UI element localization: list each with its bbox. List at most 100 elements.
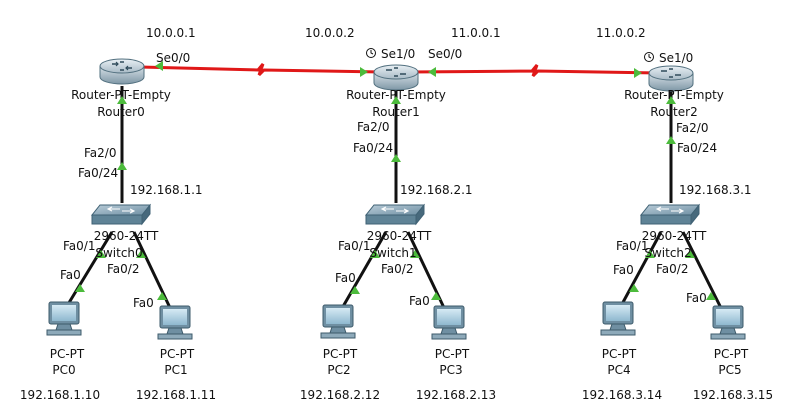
switch-2[interactable]: Fa0/24 192.168.3.1 2960-24TT Switch2 Fa0…	[616, 141, 752, 276]
ethernet-link-sw2-pc5[interactable]	[681, 231, 725, 313]
pc-port-label: Fa0	[409, 294, 430, 308]
switch-icon	[639, 203, 701, 226]
ethernet-link-sw2-pc4[interactable]	[619, 231, 663, 307]
switch-port2-label: Fa0/2	[107, 262, 139, 276]
switch-name-label: Switch0	[95, 246, 142, 260]
router-port-label: Se1/0	[659, 51, 693, 65]
switch-icon	[364, 203, 426, 226]
router-1[interactable]: 10.0.0.2 Se1/0 11.0.0.1 Se0/0 Router-PT-…	[305, 26, 501, 134]
pc-name-label: PC2	[327, 363, 350, 377]
port-up-indicator	[360, 67, 368, 77]
router-ip-label: 10.0.0.2	[305, 26, 355, 40]
switch-0[interactable]: Fa0/24 192.168.1.1 2960-24TT Switch0 Fa0…	[63, 166, 203, 276]
pc-model-label: PC-PT	[602, 347, 637, 361]
switch-uplink-port-label: Fa0/24	[677, 141, 717, 155]
port-up-indicator	[410, 250, 420, 258]
pc-ip-label: 192.168.2.12	[300, 388, 380, 402]
pc-model-label: PC-PT	[323, 347, 358, 361]
router-model-label: Router-PT-Empty	[71, 88, 171, 102]
clock-icon	[644, 52, 654, 62]
port-up-indicator	[391, 154, 401, 162]
switch-gateway-label: 192.168.3.1	[679, 183, 752, 197]
router-0[interactable]: 10.0.0.1 Se0/0 Router-PT-Empty Router0 F…	[71, 26, 196, 160]
pc-name-label: PC1	[164, 363, 187, 377]
port-up-indicator	[431, 292, 441, 300]
router-ip-label: 11.0.0.1	[451, 26, 501, 40]
pc-name-label: PC3	[439, 363, 462, 377]
pc-name-label: PC5	[718, 363, 741, 377]
router-icon	[648, 65, 694, 92]
pc-model-label: PC-PT	[50, 347, 85, 361]
switch-port2-label: Fa0/2	[656, 262, 688, 276]
ethernet-link-sw1-pc2[interactable]	[339, 231, 388, 311]
router-ip-label: 10.0.0.1	[146, 26, 196, 40]
pc-icon	[46, 301, 82, 336]
pc-ip-label: 192.168.3.15	[693, 388, 773, 402]
switch-port2-label: Fa0/2	[381, 262, 413, 276]
port-up-indicator	[75, 284, 85, 292]
router-name-label: Router1	[372, 105, 419, 119]
pc-ip-label: 192.168.2.13	[416, 388, 496, 402]
pc-icon	[600, 301, 636, 336]
router-lan-port-label: Fa2/0	[357, 120, 389, 134]
switch-icon	[90, 203, 152, 226]
switch-port1-label: Fa0/1	[338, 239, 370, 253]
router-icon	[373, 64, 419, 91]
port-up-indicator	[136, 250, 146, 258]
pc-name-label: PC4	[607, 363, 630, 377]
pc-port-label: Fa0	[686, 291, 707, 305]
switch-model-label: 2960-24TT	[367, 229, 432, 243]
pc-port-label: Fa0	[613, 263, 634, 277]
pc-icon	[431, 305, 467, 340]
pc-icon	[710, 305, 746, 340]
router-port-label: Se1/0	[381, 47, 415, 61]
port-up-indicator	[155, 61, 163, 71]
switch-model-label: 2960-24TT	[94, 229, 159, 243]
switch-uplink-port-label: Fa0/24	[78, 166, 118, 180]
pc-model-label: PC-PT	[435, 347, 470, 361]
port-up-indicator	[157, 292, 167, 300]
port-up-indicator	[350, 286, 360, 294]
router-2[interactable]: 11.0.0.2 Se1/0 Router-PT-Empty Router2 F…	[596, 26, 724, 135]
port-up-indicator	[117, 96, 127, 104]
switch-name-label: Switch1	[369, 246, 416, 260]
switch-model-label: 2960-24TT	[642, 229, 707, 243]
switch-name-label: Switch2	[644, 246, 691, 260]
router-lan-port-label: Fa2/0	[84, 146, 116, 160]
serial-link-r0-r1[interactable]	[139, 63, 386, 77]
links-layer	[65, 63, 725, 313]
router-model-label: Router-PT-Empty	[624, 88, 724, 102]
port-up-indicator	[685, 250, 695, 258]
switch-1[interactable]: Fa0/24 192.168.2.1 2960-24TT Switch1 Fa0…	[338, 141, 473, 276]
pc-port-label: Fa0	[133, 296, 154, 310]
switch-gateway-label: 192.168.2.1	[400, 183, 473, 197]
port-up-indicator	[645, 250, 655, 258]
pc-icon	[320, 304, 356, 339]
port-up-indicator	[117, 162, 127, 170]
port-up-indicator	[428, 67, 436, 77]
port-up-indicator	[391, 96, 401, 104]
router-port-label: Se0/0	[428, 47, 462, 61]
pc-ip-label: 192.168.3.14	[582, 388, 662, 402]
pc-model-label: PC-PT	[714, 347, 749, 361]
pc-name-label: PC0	[52, 363, 75, 377]
router-ip-label: 11.0.0.2	[596, 26, 646, 40]
switch-uplink-port-label: Fa0/24	[353, 141, 393, 155]
port-up-indicator	[666, 136, 676, 144]
ethernet-link-sw0-pc0[interactable]	[65, 231, 114, 307]
serial-link-r1-r2[interactable]	[409, 64, 661, 78]
port-up-indicator	[706, 292, 716, 300]
router-name-label: Router0	[97, 105, 144, 119]
router-name-label: Router2	[650, 105, 697, 119]
pc-port-label: Fa0	[60, 268, 81, 282]
pc-ip-label: 192.168.1.10	[20, 388, 100, 402]
pc-icon	[157, 305, 193, 340]
clock-icon	[366, 48, 376, 58]
router-lan-port-label: Fa2/0	[676, 121, 708, 135]
